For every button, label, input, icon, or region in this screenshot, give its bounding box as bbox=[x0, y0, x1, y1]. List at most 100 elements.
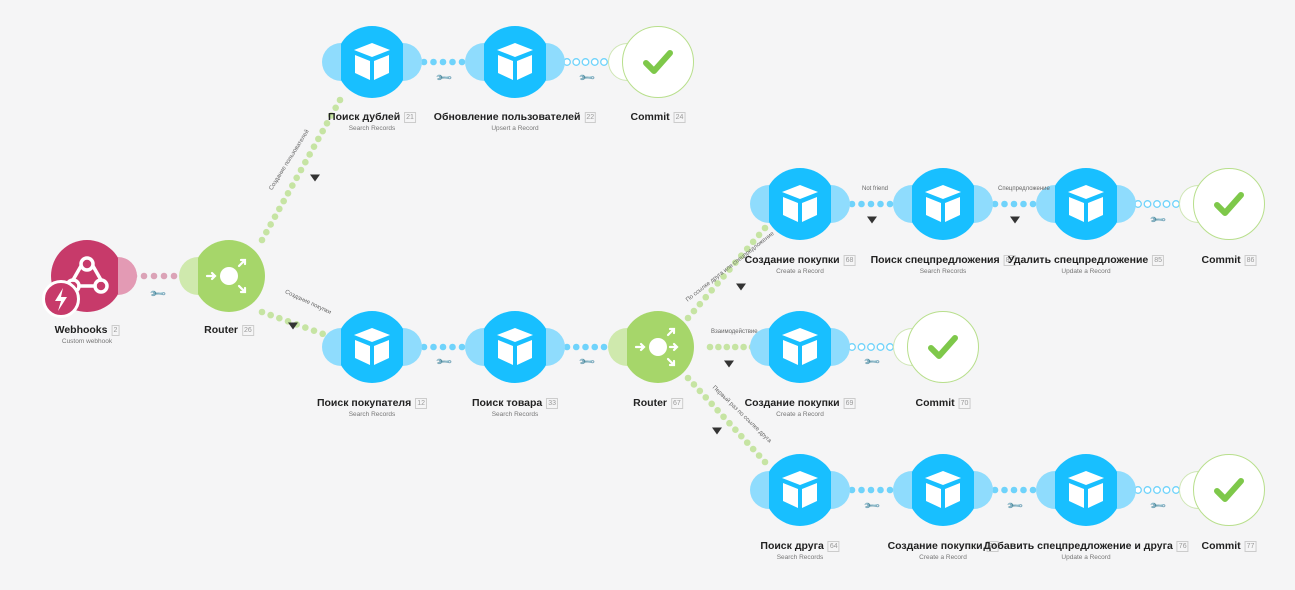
filter-icon[interactable] bbox=[867, 216, 877, 224]
connector-dot bbox=[720, 273, 727, 280]
connector-dot bbox=[297, 166, 305, 174]
connector-dot bbox=[458, 58, 466, 66]
connector-dot bbox=[726, 266, 733, 273]
airtable-icon bbox=[354, 328, 390, 365]
check-icon bbox=[1214, 478, 1244, 502]
connector-dot bbox=[284, 190, 292, 197]
connector-dot bbox=[715, 343, 722, 351]
connector-dot bbox=[991, 200, 999, 208]
node-subtitle: Custom webhook bbox=[61, 338, 113, 345]
commit-node-3[interactable] bbox=[893, 311, 979, 383]
connector-dot bbox=[276, 205, 283, 213]
connector-dot bbox=[267, 311, 274, 319]
connector-dot bbox=[140, 272, 148, 280]
airtable-icon bbox=[925, 185, 961, 222]
connector-dot bbox=[684, 374, 692, 382]
airtable-node-add-offer-friend[interactable] bbox=[1036, 454, 1136, 526]
connector-dot bbox=[572, 58, 581, 66]
connector-dot bbox=[761, 224, 769, 232]
airtable-node-search-duplicates[interactable] bbox=[322, 26, 422, 98]
connector-dot bbox=[449, 58, 456, 66]
router-icon bbox=[205, 258, 247, 294]
connector-dot bbox=[886, 486, 894, 494]
connector-dot bbox=[1162, 200, 1171, 208]
filter-icon[interactable] bbox=[736, 283, 746, 291]
connector-dot bbox=[702, 394, 710, 401]
connector-dot bbox=[319, 127, 326, 135]
connector-dot bbox=[302, 158, 309, 166]
filter-icon[interactable] bbox=[1010, 216, 1020, 224]
connector-dot bbox=[848, 200, 856, 208]
connector-dot bbox=[336, 96, 344, 104]
connector-dot bbox=[590, 58, 599, 66]
connector-dot bbox=[732, 426, 739, 433]
connector-dot bbox=[276, 314, 283, 322]
connector-dot bbox=[858, 486, 865, 494]
filter-icon[interactable] bbox=[724, 360, 734, 368]
connector-dot bbox=[723, 343, 731, 351]
connector-dot bbox=[302, 324, 309, 331]
connector-dot bbox=[458, 343, 466, 351]
webhook-node[interactable] bbox=[42, 240, 137, 318]
connector-dot bbox=[310, 143, 318, 150]
connector-dot bbox=[328, 112, 335, 119]
commit-node-1[interactable] bbox=[608, 26, 694, 98]
airtable-node-search-product[interactable] bbox=[465, 311, 565, 383]
connector-dot bbox=[706, 343, 714, 351]
airtable-icon bbox=[782, 471, 818, 508]
connector-dot bbox=[1153, 200, 1161, 208]
connector-dot bbox=[430, 343, 437, 351]
connector-dot bbox=[600, 58, 608, 66]
connector-dot bbox=[563, 343, 571, 351]
check-icon bbox=[643, 50, 673, 74]
airtable-node-search-friend[interactable] bbox=[750, 454, 850, 526]
node-id-badge: 2 bbox=[111, 324, 120, 336]
connector-dot bbox=[289, 182, 296, 189]
connector-dot bbox=[1143, 486, 1152, 494]
airtable-node-upsert-users[interactable] bbox=[465, 26, 565, 98]
airtable-icon bbox=[497, 43, 533, 80]
connector-dot bbox=[720, 413, 727, 421]
connector-dot bbox=[160, 272, 168, 280]
airtable-node-create-purchase-1[interactable] bbox=[750, 168, 850, 240]
commit-node-2[interactable] bbox=[1179, 168, 1265, 240]
router-node-2[interactable] bbox=[608, 311, 694, 383]
connector-dot bbox=[271, 213, 279, 220]
connector-dot bbox=[1029, 200, 1037, 208]
filter-icon[interactable] bbox=[288, 322, 298, 330]
router-node-1[interactable] bbox=[179, 240, 265, 312]
connector-dot bbox=[600, 343, 608, 351]
airtable-node-create-purchase-2[interactable] bbox=[750, 311, 850, 383]
airtable-node-search-offer[interactable] bbox=[893, 168, 993, 240]
connector-dot bbox=[1153, 486, 1161, 494]
instant-trigger-badge bbox=[42, 280, 80, 318]
connector-dot bbox=[572, 343, 580, 351]
connector-dot bbox=[732, 259, 739, 266]
connector-dot bbox=[755, 452, 763, 459]
filter-icon[interactable] bbox=[310, 174, 320, 182]
airtable-node-delete-offer[interactable] bbox=[1036, 168, 1136, 240]
filter-icon[interactable] bbox=[712, 427, 722, 435]
commit-node-4[interactable] bbox=[1179, 454, 1265, 526]
connector-dot bbox=[263, 228, 270, 236]
connector-dot bbox=[439, 343, 447, 351]
connector-dot bbox=[332, 104, 339, 112]
airtable-node-search-buyer[interactable] bbox=[322, 311, 422, 383]
airtable-node-create-purchase-3[interactable] bbox=[893, 454, 993, 526]
connector-dot bbox=[749, 238, 757, 246]
connector-dot bbox=[848, 486, 856, 494]
connector-dot bbox=[591, 343, 599, 351]
